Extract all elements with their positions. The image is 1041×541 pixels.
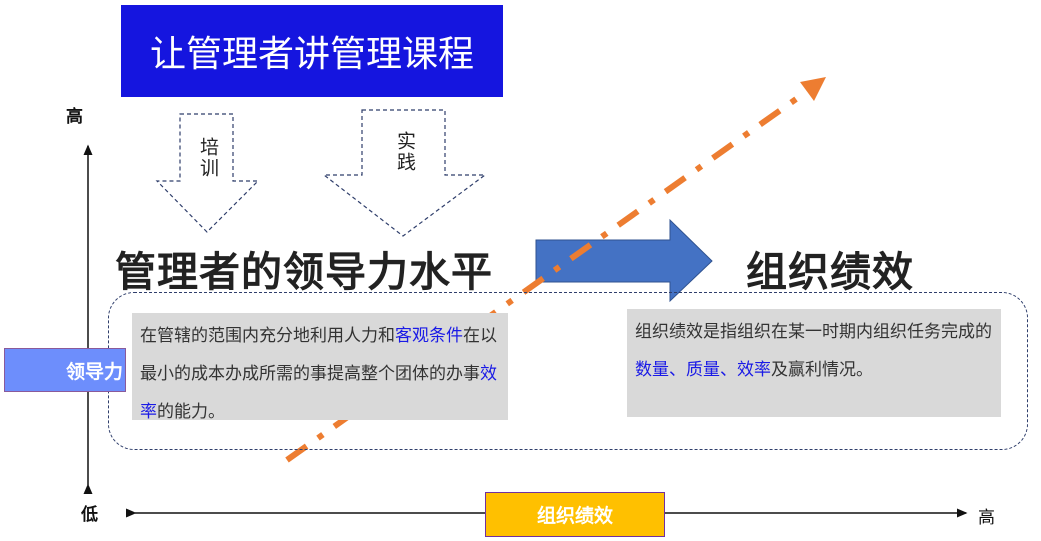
trend-arrowhead: [800, 77, 826, 101]
leadership-heading: 管理者的领导力水平: [115, 248, 493, 296]
training-arrow: [155, 113, 260, 233]
y-axis-low-label: 低: [81, 505, 98, 525]
x-axis-label: 组织绩效: [485, 492, 665, 537]
desc-text: 及赢利情况。: [771, 360, 873, 380]
training-label: 培训: [197, 137, 219, 179]
performance-heading: 组织绩效: [746, 248, 914, 296]
practice-label: 实践: [394, 131, 416, 173]
leadership-description: 在管辖的范围内充分地利用人力和客观条件在以最小的成本办成所需的事提高整个团体的办…: [132, 313, 508, 422]
desc-highlight: 效率: [140, 364, 497, 422]
desc-text: 在以最小的成本办成所需的事提高整个团体的办事: [140, 326, 497, 384]
desc-text: 在管辖的范围内充分地利用人力和: [140, 326, 395, 346]
desc-text: 组织绩效是指组织在某一时期内组织任务完成的: [635, 322, 992, 342]
desc-highlight: 客观条件: [395, 326, 463, 346]
desc-text: 的能力。: [157, 402, 225, 422]
title-banner: 让管理者讲管理课程: [121, 5, 503, 97]
block-arrow: [535, 218, 713, 303]
x-axis-high-label: 高: [978, 508, 995, 528]
practice-arrow: [322, 109, 487, 237]
trend-line: [285, 89, 808, 463]
y-axis-label: 领导力: [4, 348, 126, 392]
y-axis-high-label: 高: [66, 107, 83, 127]
desc-highlight: 数量、质量、效率: [635, 360, 771, 380]
performance-description: 组织绩效是指组织在某一时期内组织任务完成的数量、质量、效率及赢利情况。: [627, 309, 1001, 417]
